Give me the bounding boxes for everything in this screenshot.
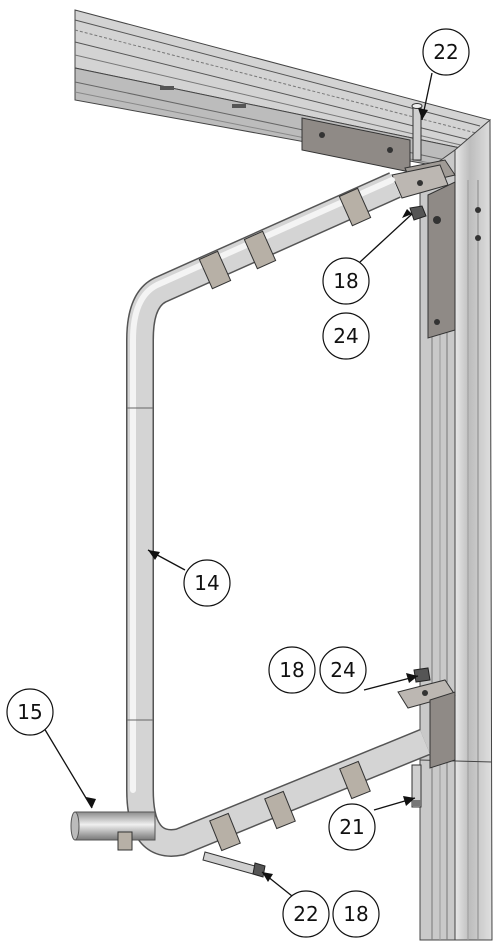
- handrail-tube: [126, 172, 431, 857]
- callout-15: 15: [6, 688, 54, 736]
- callout-18-bottom: 18: [332, 890, 380, 938]
- top-bracket: [391, 159, 456, 339]
- top-clamps: [198, 187, 372, 290]
- callout-22-top: 22: [422, 28, 470, 76]
- callout-21: 21: [328, 803, 376, 851]
- callout-24-mid-label: 24: [330, 658, 355, 682]
- bottom-bolt: [202, 851, 266, 878]
- callout-14: 14: [183, 559, 231, 607]
- callout-24-top: 24: [322, 312, 370, 360]
- callout-21-label: 21: [339, 815, 364, 839]
- top-nut: [409, 205, 427, 221]
- leader-lines: [43, 72, 433, 897]
- callout-14-label: 14: [194, 571, 219, 595]
- callout-22-top-label: 22: [433, 40, 458, 64]
- callout-22-bottom: 22: [282, 890, 330, 938]
- callout-15-label: 15: [17, 700, 42, 724]
- arrowheads: [86, 108, 428, 882]
- bottom-clamps: [117, 760, 371, 852]
- callout-22-bottom-label: 22: [293, 902, 318, 926]
- callout-18-mid: 18: [268, 646, 316, 694]
- callout-24-top-label: 24: [333, 324, 358, 348]
- bottom-pin: [411, 764, 422, 808]
- callout-18-top: 18: [322, 257, 370, 305]
- callout-18-bottom-label: 18: [343, 902, 368, 926]
- callout-18-mid-label: 18: [279, 658, 304, 682]
- vertical-post: [419, 118, 493, 941]
- callout-24-mid: 24: [319, 646, 367, 694]
- top-bolt: [411, 103, 423, 161]
- bottom-bracket: [397, 667, 456, 769]
- callout-18-top-label: 18: [333, 269, 358, 293]
- stub-tube: [70, 811, 156, 841]
